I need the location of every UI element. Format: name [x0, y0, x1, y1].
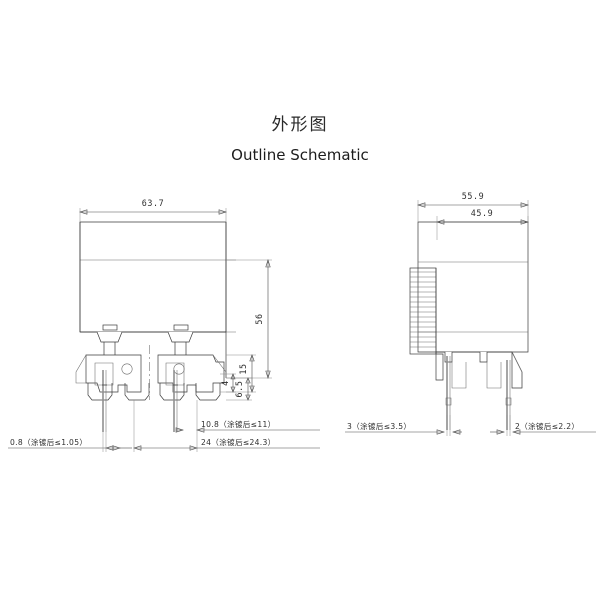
front-terminal-chamfer-right: [212, 354, 227, 378]
dim-label-2: 2（涂镀后≤2.2）: [515, 421, 579, 431]
front-hole-left: [121, 363, 133, 375]
side-base-chamfer: [511, 351, 523, 388]
front-view: 63.7 56 15: [8, 198, 320, 452]
front-terminal-right: [157, 354, 225, 393]
front-foot-1: [87, 383, 113, 401]
side-pin-2-mark: [505, 397, 512, 406]
dim-note-0p8: 0.8（涂镀后≤1.05）: [8, 432, 132, 452]
front-neck-left: [103, 342, 116, 355]
dim-note-10p8: 10.8（涂镀后≤11）: [175, 400, 320, 434]
side-view: 55.9 45.9 3（涂镀后≤3.5）: [345, 191, 596, 436]
dim-depth-body: 45.9: [435, 208, 530, 240]
dim-label-3: 3（涂镀后≤3.5）: [347, 421, 411, 431]
dim-label-55-9: 55.9: [462, 191, 485, 201]
front-slot-right: [173, 324, 189, 331]
dim-height-overall: 56: [226, 258, 272, 380]
side-base-step: [435, 353, 444, 381]
dim-label-45-9: 45.9: [471, 208, 494, 218]
front-hole-right: [173, 363, 185, 375]
front-skirt-left: [80, 331, 151, 343]
dim-label-24: 24（涂镀后≤24.3）: [201, 437, 276, 447]
side-pin-1-mark: [445, 397, 452, 406]
front-slot-left: [102, 324, 118, 331]
front-body-outline: [79, 221, 227, 333]
dim-label-0-8: 0.8（涂镀后≤1.05）: [10, 437, 87, 447]
front-tab-left: [94, 362, 114, 386]
dim-height-4: 4: [220, 373, 236, 393]
dim-label-10-8: 10.8（涂镀后≤11）: [201, 419, 276, 429]
dim-width-overall: 63.7: [78, 198, 228, 222]
side-fins: [410, 271, 436, 348]
front-terminal-left: [85, 354, 142, 393]
side-base-notch-left: [451, 362, 467, 389]
dim-note-24: 24（涂镀后≤24.3）: [132, 400, 320, 452]
front-skirt-right: [151, 331, 226, 343]
front-neck-right: [174, 342, 187, 355]
dim-label-56: 56: [254, 313, 264, 324]
dim-height-6p5: 6.5: [226, 377, 252, 401]
front-terminal-chamfer-left: [75, 354, 87, 384]
side-base-notch-right: [486, 362, 502, 389]
dim-label-6-5: 6.5: [234, 381, 244, 398]
side-fin-block: [409, 267, 437, 355]
side-base-outline: [436, 351, 523, 389]
dim-label-15: 15: [238, 363, 248, 374]
front-foot-3: [159, 383, 185, 401]
dim-label-63-7: 63.7: [142, 198, 165, 208]
front-foot-4: [195, 383, 221, 401]
dim-note-3: 3（涂镀后≤3.5）: [345, 415, 462, 436]
dim-note-2: 2（涂镀后≤2.2）: [490, 415, 596, 436]
dim-label-4: 4: [220, 380, 230, 386]
front-foot-2: [124, 383, 150, 401]
